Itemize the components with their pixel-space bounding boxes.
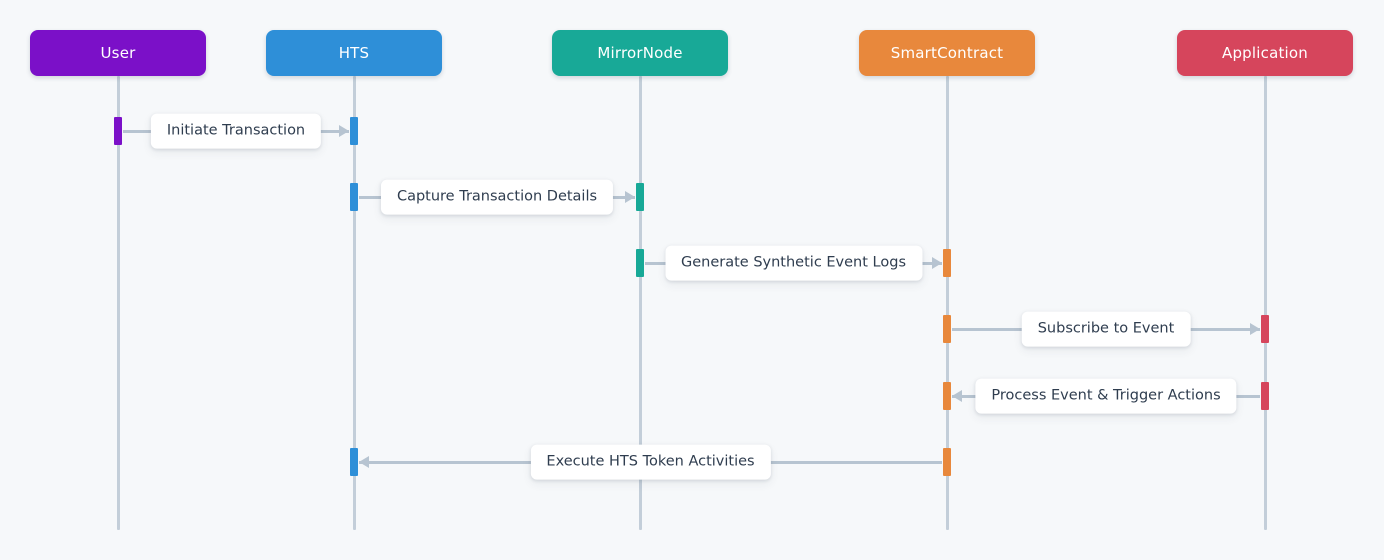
activation-bar-hts <box>350 183 358 211</box>
participant-label: MirrorNode <box>597 44 683 62</box>
activation-bar-hts <box>350 117 358 145</box>
activation-bar-smartcontract <box>943 315 951 343</box>
activation-bar-application <box>1261 315 1269 343</box>
participant-user[interactable]: User <box>30 30 206 76</box>
participant-application[interactable]: Application <box>1177 30 1353 76</box>
activation-bar-user <box>114 117 122 145</box>
message-arrowhead-3 <box>932 257 942 269</box>
activation-bar-smartcontract <box>943 249 951 277</box>
participant-label: SmartContract <box>890 44 1004 62</box>
activation-bar-smartcontract <box>943 448 951 476</box>
message-label-5[interactable]: Process Event & Trigger Actions <box>975 378 1237 414</box>
participant-hts[interactable]: HTS <box>266 30 442 76</box>
participant-label: HTS <box>338 44 370 62</box>
lifeline-hts <box>352 76 356 530</box>
activation-bar-smartcontract <box>943 382 951 410</box>
message-label-1[interactable]: Initiate Transaction <box>150 113 322 149</box>
activation-bar-hts <box>350 448 358 476</box>
lifeline-mirrornode <box>638 76 642 530</box>
lifeline-user <box>116 76 120 530</box>
message-arrowhead-1 <box>339 125 349 137</box>
participant-label: User <box>100 44 136 62</box>
lifeline-application <box>1263 76 1267 530</box>
message-arrowhead-4 <box>1250 323 1260 335</box>
participant-smartcontract[interactable]: SmartContract <box>859 30 1035 76</box>
message-label-4[interactable]: Subscribe to Event <box>1021 311 1191 347</box>
message-label-2[interactable]: Capture Transaction Details <box>380 179 614 215</box>
lifeline-smartcontract <box>945 76 949 530</box>
message-arrowhead-2 <box>625 191 635 203</box>
message-arrowhead-6 <box>359 456 369 468</box>
message-arrowhead-5 <box>952 390 962 402</box>
activation-bar-mirrornode <box>636 249 644 277</box>
activation-bar-mirrornode <box>636 183 644 211</box>
activation-bar-application <box>1261 382 1269 410</box>
message-label-6[interactable]: Execute HTS Token Activities <box>530 444 771 480</box>
message-label-3[interactable]: Generate Synthetic Event Logs <box>665 245 922 281</box>
participant-mirrornode[interactable]: MirrorNode <box>552 30 728 76</box>
participant-label: Application <box>1221 44 1308 62</box>
